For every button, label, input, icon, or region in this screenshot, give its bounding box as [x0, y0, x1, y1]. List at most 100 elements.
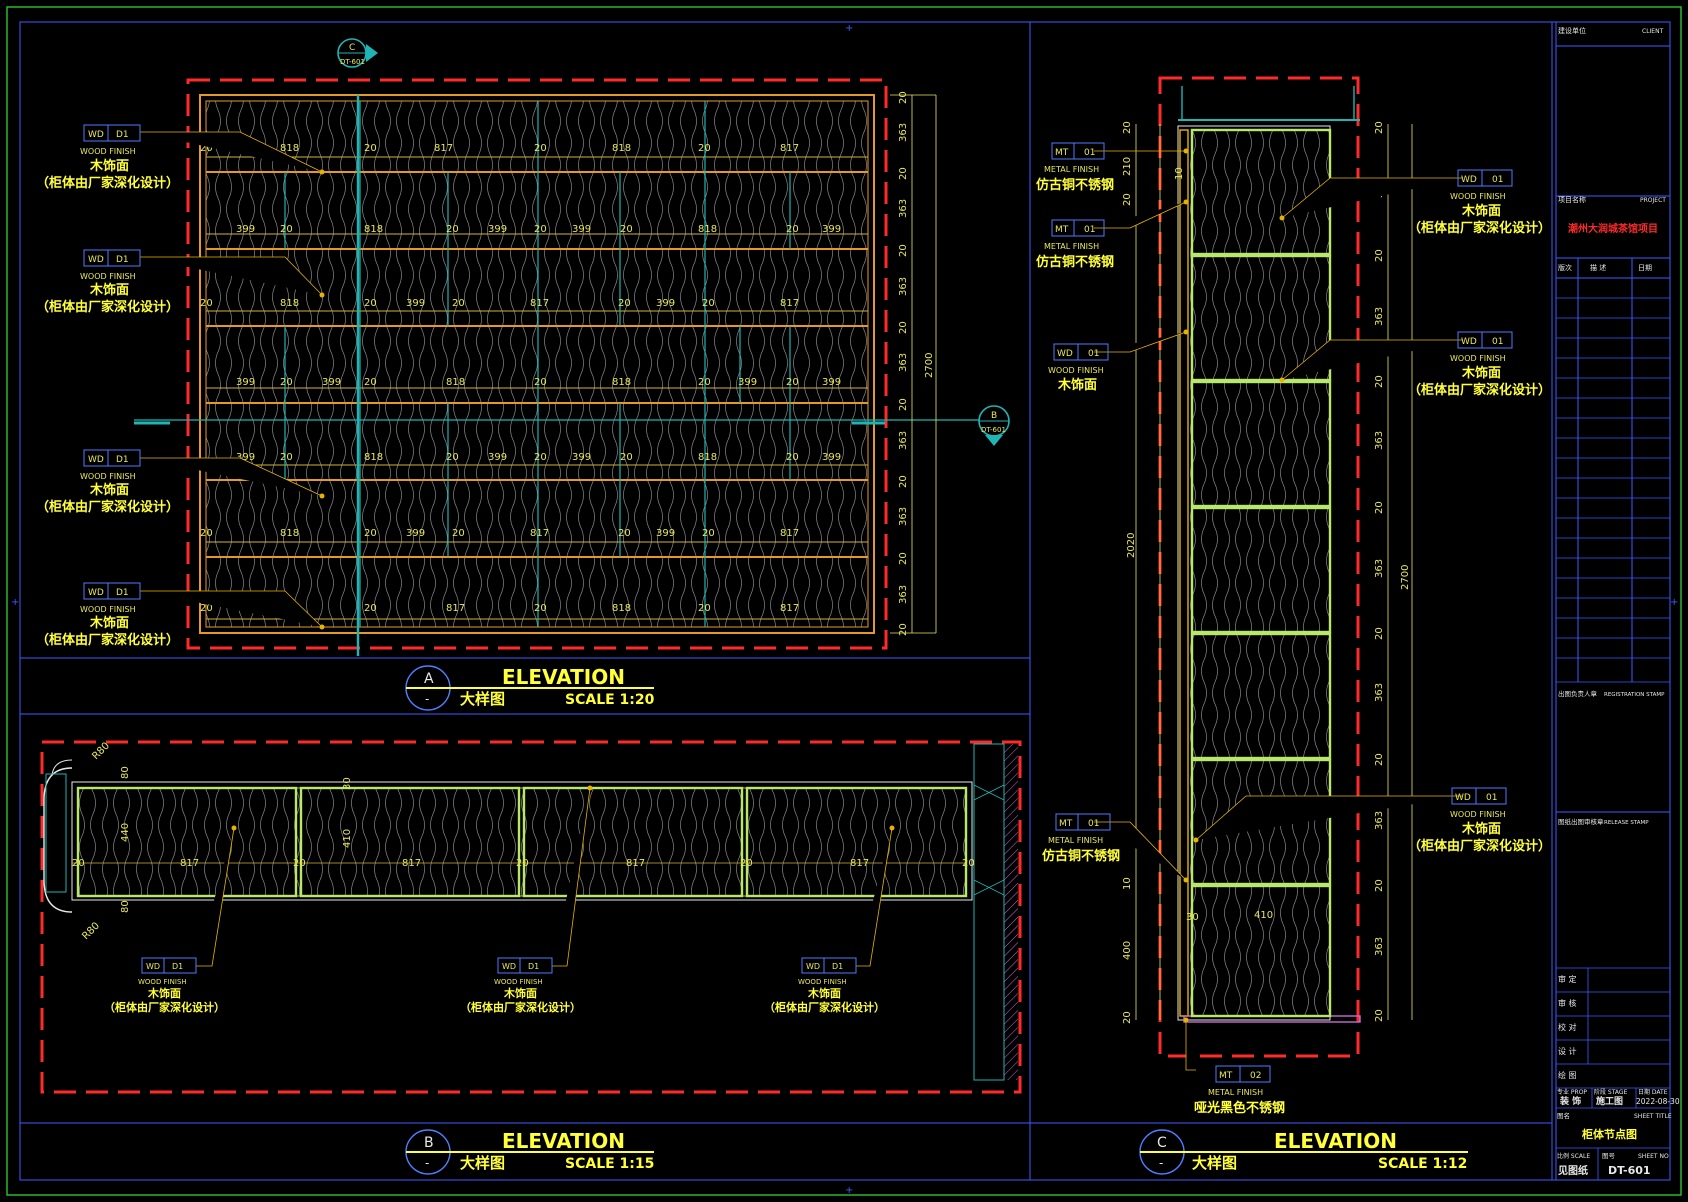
svg-text:仿古铜不锈钢: 仿古铜不锈钢 [1036, 254, 1114, 270]
svg-text:R80: R80 [90, 740, 112, 762]
svg-text:审 定: 审 定 [1558, 974, 1577, 984]
svg-text:817: 817 [780, 298, 799, 309]
svg-text:399: 399 [656, 528, 675, 539]
svg-text:项目名称: 项目名称 [1558, 195, 1586, 204]
svg-text:20: 20 [364, 528, 377, 539]
svg-text:图号: 图号 [1602, 1152, 1616, 1160]
svg-text:30: 30 [1186, 912, 1199, 923]
material-tag: WD D1 WOOD FINISH 木饰面 （柜体由厂家深化设计） [36, 124, 179, 191]
svg-text:399: 399 [406, 298, 425, 309]
svg-text:仿古铜不锈钢: 仿古铜不锈钢 [1042, 848, 1120, 864]
svg-text:817: 817 [780, 603, 799, 614]
svg-text:399: 399 [738, 377, 757, 388]
svg-text:仿古铜不锈钢: 仿古铜不锈钢 [1036, 177, 1114, 193]
svg-text:专业 PROP: 专业 PROP [1557, 1088, 1587, 1096]
view-a-boundary [186, 78, 888, 650]
svg-text:20: 20 [452, 298, 465, 309]
svg-text:潮州大润城茶馆项目: 潮州大润城茶馆项目 [1568, 222, 1658, 235]
svg-text:METAL FINISH: METAL FINISH [1208, 1088, 1263, 1097]
svg-text:D1: D1 [528, 962, 539, 971]
svg-text:绘 图: 绘 图 [1558, 1070, 1577, 1080]
svg-text:20: 20 [534, 452, 547, 463]
svg-text:20: 20 [898, 91, 909, 104]
svg-text:SCALE 1:12: SCALE 1:12 [1378, 1156, 1467, 1172]
svg-text:WOOD FINISH: WOOD FINISH [80, 147, 136, 156]
svg-text:CLIENT: CLIENT [1642, 28, 1664, 35]
svg-text:RELEASE STAMP: RELEASE STAMP [1604, 820, 1649, 826]
svg-text:A: A [424, 671, 434, 687]
svg-text:399: 399 [822, 452, 841, 463]
svg-text:363: 363 [1374, 811, 1385, 830]
material-tag: MT 01 METAL FINISH 仿古铜不锈钢 [1036, 142, 1114, 193]
svg-text:818: 818 [280, 298, 299, 309]
title-block: 建设单位 CLIENT 项目名称 PROJECT 潮州大润城茶馆项目 版次 描 … [1555, 21, 1680, 1181]
svg-text:建设单位: 建设单位 [1558, 26, 1586, 35]
svg-text:-: - [425, 692, 429, 706]
svg-text:WD: WD [1461, 175, 1477, 185]
svg-text:20: 20 [898, 552, 909, 565]
svg-text:木饰面: 木饰面 [89, 615, 129, 631]
svg-text:描 述: 描 述 [1590, 263, 1606, 272]
svg-text:2700: 2700 [924, 353, 935, 378]
svg-text:20: 20 [620, 224, 633, 235]
svg-text:大样图: 大样图 [1192, 1154, 1237, 1172]
svg-text:PROJECT: PROJECT [1640, 197, 1666, 204]
svg-text:818: 818 [364, 452, 383, 463]
svg-text:木饰面: 木饰面 [1461, 365, 1501, 381]
outer-frame [6, 6, 1682, 1196]
svg-text:图纸出图审核章: 图纸出图审核章 [1558, 817, 1604, 826]
svg-text:20: 20 [620, 452, 633, 463]
svg-text:20: 20 [364, 603, 377, 614]
svg-text:363: 363 [1374, 431, 1385, 450]
elevation-c: 20 363 20 363 20 363 20 363 20 363 20 36… [1094, 76, 1462, 1071]
svg-text:20: 20 [534, 143, 547, 154]
svg-text:SHEET TITLE: SHEET TITLE [1634, 1113, 1672, 1120]
svg-text:20: 20 [618, 298, 631, 309]
svg-text:20: 20 [534, 377, 547, 388]
svg-text:817: 817 [402, 858, 421, 869]
svg-text:见图纸: 见图纸 [1558, 1164, 1588, 1177]
svg-text:（柜体由厂家深化设计）: （柜体由厂家深化设计） [1408, 220, 1551, 236]
svg-text:817: 817 [434, 143, 453, 154]
svg-text:DT-601: DT-601 [981, 426, 1006, 434]
svg-text:WD: WD [1461, 337, 1477, 347]
svg-text:20: 20 [1374, 501, 1385, 514]
svg-text:C: C [349, 43, 355, 53]
section-marker-b: B DT-601 [978, 405, 1010, 446]
svg-text:木饰面: 木饰面 [147, 986, 181, 1000]
svg-text:（柜体由厂家深化设计）: （柜体由厂家深化设计） [36, 499, 179, 515]
svg-text:出图负责人章: 出图负责人章 [1558, 689, 1598, 698]
svg-text:30: 30 [342, 777, 353, 790]
material-tag: WD D1 WOOD FINISH 木饰面 （柜体由厂家深化设计） [104, 957, 225, 1014]
section-marker-c: C DT-601 [337, 38, 378, 68]
svg-text:399: 399 [236, 224, 255, 235]
svg-text:363: 363 [898, 507, 909, 526]
svg-text:REGISTRATION STAMP: REGISTRATION STAMP [1604, 692, 1665, 698]
svg-text:399: 399 [572, 452, 591, 463]
svg-text:MT: MT [1059, 819, 1073, 829]
svg-text:MT: MT [1219, 1071, 1233, 1081]
svg-text:20: 20 [898, 321, 909, 334]
svg-text:20: 20 [200, 143, 213, 154]
svg-text:363: 363 [898, 431, 909, 450]
svg-text:（柜体由厂家深化设计）: （柜体由厂家深化设计） [460, 1000, 581, 1014]
svg-text:DT-601: DT-601 [1608, 1164, 1651, 1177]
material-tags-c: MT 01 METAL FINISH 仿古铜不锈钢 MT 01 METAL FI… [1036, 142, 1551, 1116]
view-b-boundary [40, 740, 1022, 1094]
svg-text:399: 399 [656, 298, 675, 309]
svg-text:01: 01 [1084, 148, 1095, 158]
svg-text:木饰面: 木饰面 [1461, 821, 1501, 837]
svg-text:装 饰: 装 饰 [1559, 1095, 1581, 1107]
material-tag: MT 02 METAL FINISH 哑光黑色不锈钢 [1194, 1065, 1285, 1116]
svg-text:01: 01 [1084, 225, 1095, 235]
svg-text:WD: WD [502, 962, 516, 971]
svg-text:WOOD FINISH: WOOD FINISH [1450, 192, 1506, 201]
svg-text:2700: 2700 [1400, 565, 1411, 590]
svg-text:大样图: 大样图 [460, 690, 505, 708]
svg-text:80: 80 [120, 766, 131, 779]
svg-text:363: 363 [898, 123, 909, 142]
svg-text:WD: WD [88, 588, 104, 598]
svg-text:METAL FINISH: METAL FINISH [1048, 836, 1103, 845]
svg-text:363: 363 [1374, 937, 1385, 956]
svg-text:400: 400 [1122, 941, 1133, 960]
